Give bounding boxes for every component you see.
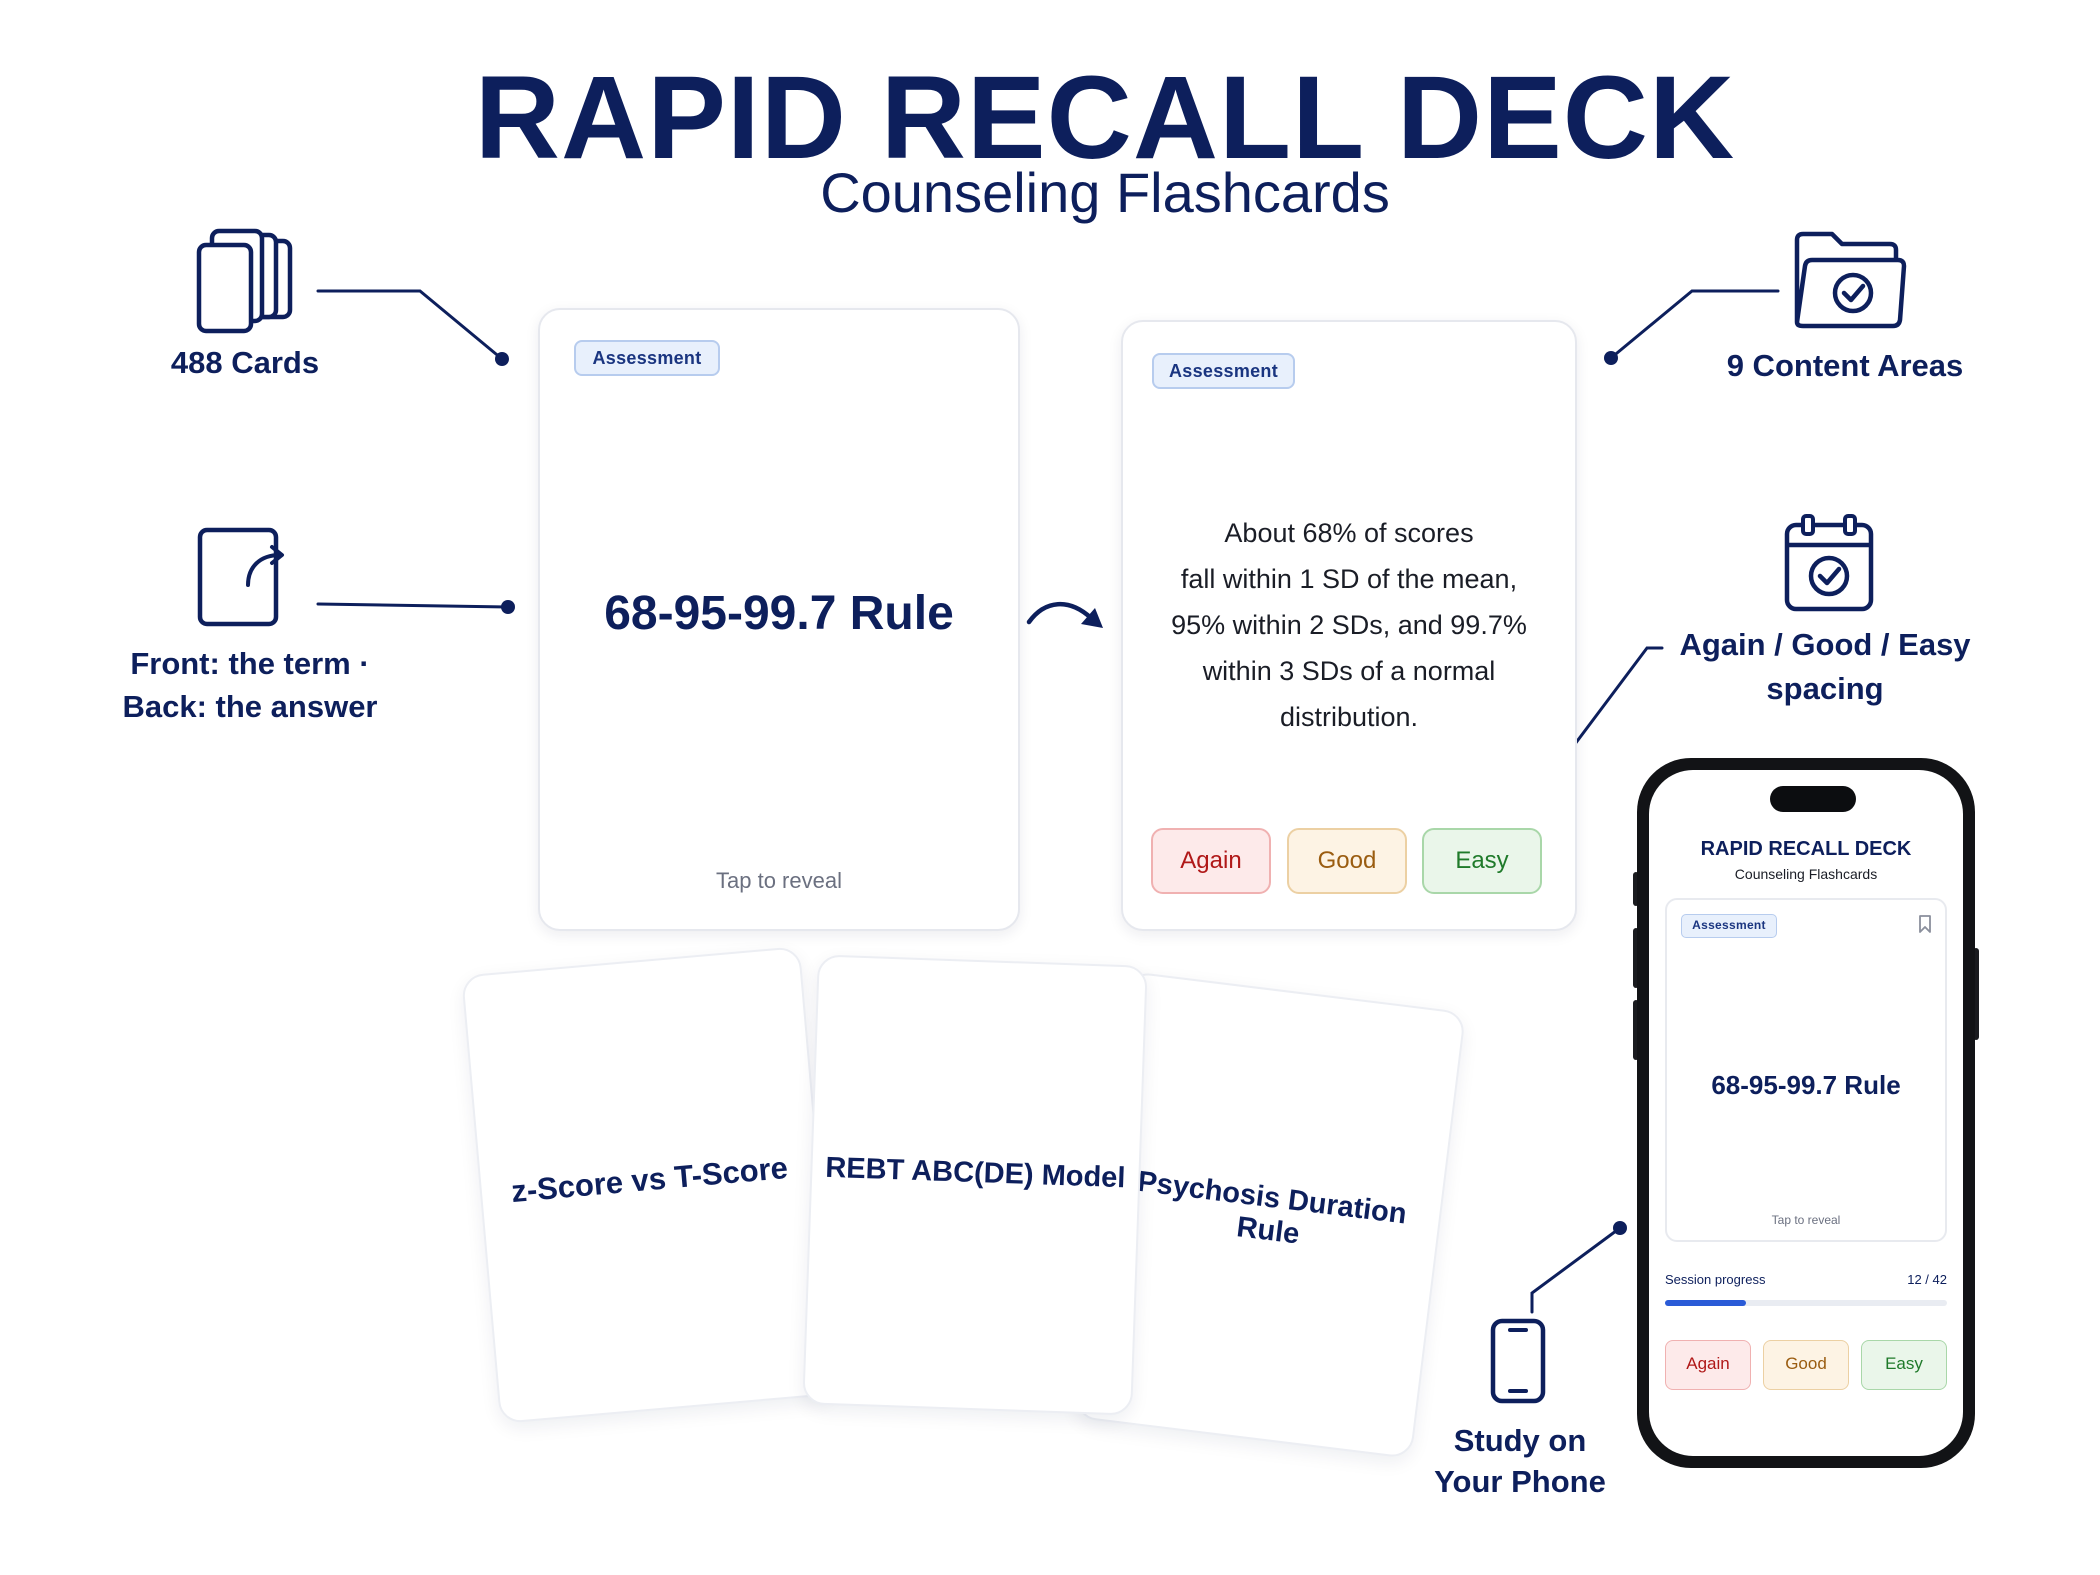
back-card-tag: Assessment [1152,353,1295,389]
phone-notch [1770,786,1856,812]
progress-label: Session progress [1665,1272,1766,1287]
answer-line: 95% within 2 SDs, and 99.7% [1171,610,1527,640]
card-stack-icon [196,228,293,334]
phone-side-button [1973,948,1979,1040]
answer-line: within 3 SDs of a normal [1202,656,1496,686]
phone-app-subtitle: Counseling Flashcards [1734,866,1878,882]
again-button[interactable]: Again [1151,828,1271,894]
front-card-term: 68-95-99.7 Rule [604,587,954,640]
curved-arrow-icon [1026,602,1103,628]
good-button[interactable]: Good [1287,828,1407,894]
phone-side-button [1633,1000,1639,1060]
back-card[interactable]: Assessment About 68% of scores fall with… [1121,320,1577,931]
phone-app-title: RAPID RECALL DECK [1700,838,1912,860]
calendar-check-icon [1784,514,1874,612]
feature-phone-line1: Study on [1453,1423,1587,1458]
page-subtitle: Counseling Flashcards [820,161,1390,224]
fan-card-term: z-Score vs T-Score [509,1149,790,1210]
feature-spacing-line1: Again / Good / Easy [1679,627,1971,662]
fan-card-term: Psychosis Duration Rule [1135,1165,1409,1251]
back-card-answer: About 68% of scores fall within 1 SD of … [1123,510,1575,740]
answer-line: About 68% of scores [1224,518,1474,548]
phone-good-button[interactable]: Good [1763,1340,1849,1390]
progress-bar-fill [1665,1300,1746,1306]
phone-side-button [1633,928,1639,988]
feature-spacing-line2: spacing [1766,671,1884,706]
phone-easy-button[interactable]: Easy [1861,1340,1947,1390]
front-card[interactable]: Assessment 68-95-99.7 Rule Tap to reveal [538,308,1020,931]
page-title: RAPID RECALL DECK [474,52,1736,184]
front-card-hint[interactable]: Tap to reveal [716,868,842,893]
fan-card-2[interactable]: REBT ABC(DE) Model [802,954,1148,1416]
bookmark-icon[interactable] [1917,914,1933,934]
feature-cards-label: 488 Cards [170,345,320,380]
phone-screen: RAPID RECALL DECK Counseling Flashcards … [1649,770,1963,1456]
card-flip-icon [197,527,284,627]
phone-card-term: 68-95-99.7 Rule [1711,1070,1901,1100]
feature-front-line: Front: the term · [130,646,370,681]
folder-check-icon [1794,231,1907,329]
feature-spacing-label: Again / Good / Easy spacing [1660,623,1990,711]
phone-card-tag: Assessment [1681,914,1777,938]
answer-line: fall within 1 SD of the mean, [1180,564,1518,594]
feature-content-areas-label: 9 Content Areas [1726,348,1964,383]
easy-button[interactable]: Easy [1422,828,1542,894]
phone-side-button [1633,872,1639,906]
phone-mockup: RAPID RECALL DECK Counseling Flashcards … [1637,758,1975,1468]
feature-phone-line2: Your Phone [1434,1464,1606,1499]
smartphone-icon [1490,1318,1546,1404]
phone-again-button[interactable]: Again [1665,1340,1751,1390]
answer-line: distribution. [1279,702,1419,732]
feature-front-back-label: Front: the term · Back: the answer [100,642,400,728]
progress-count: 12 / 42 [1907,1272,1947,1287]
feature-phone-label: Study on Your Phone [1420,1420,1620,1502]
phone-card[interactable]: Assessment 68-95-99.7 Rule Tap to reveal [1665,898,1947,1242]
fan-card-1[interactable]: z-Score vs T-Score [461,946,839,1424]
phone-card-hint[interactable]: Tap to reveal [1771,1213,1841,1227]
progress-bar [1665,1300,1947,1306]
fan-card-term: REBT ABC(DE) Model [824,1151,1126,1195]
feature-back-line: Back: the answer [122,689,378,724]
front-card-tag: Assessment [574,340,720,376]
